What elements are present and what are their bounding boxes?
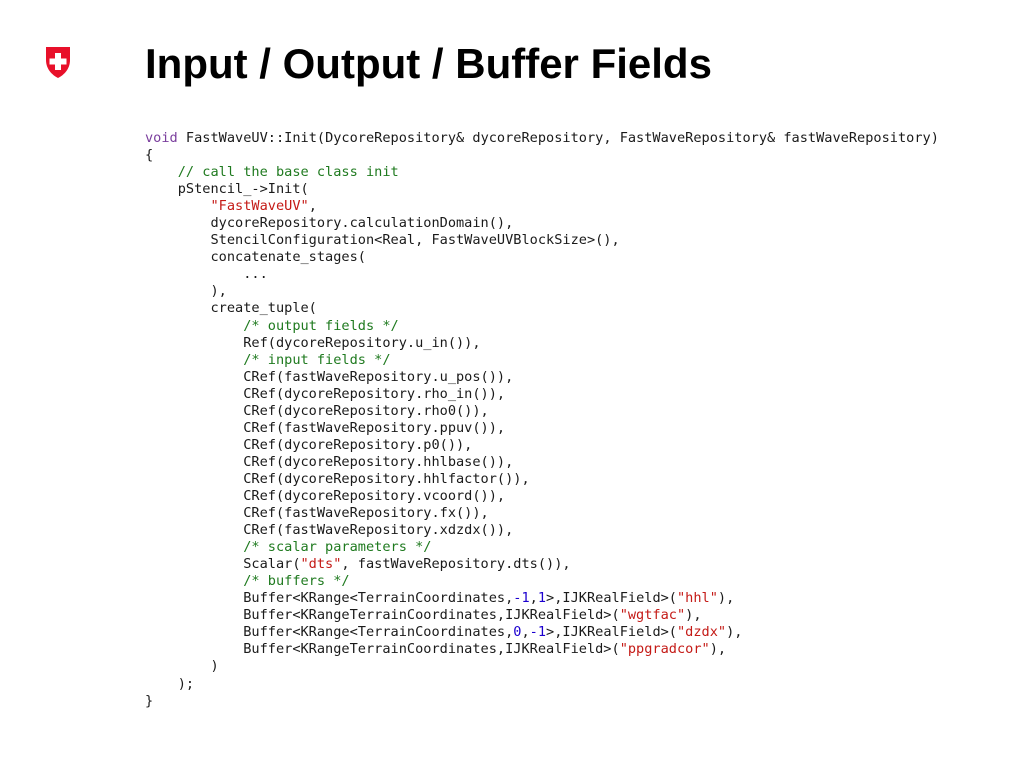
code-text: Scalar( <box>145 556 301 573</box>
code-line: CRef(fastWaveRepository.fx()), <box>145 505 939 522</box>
code-text <box>145 539 243 555</box>
code-text: , <box>529 590 538 607</box>
code-text: ) <box>145 658 219 675</box>
code-text: CRef(fastWaveRepository.u_pos()), <box>145 368 514 385</box>
code-text: >,IJKRealField>( <box>546 590 677 607</box>
code-line: } <box>145 693 939 710</box>
code-comment: /* scalar parameters */ <box>243 539 432 556</box>
code-text: create_tuple( <box>145 300 317 317</box>
code-line: void FastWaveUV::Init(DycoreRepository& … <box>145 130 939 147</box>
code-line: Buffer<KRange<TerrainCoordinates,0,-1>,I… <box>145 624 939 641</box>
code-text: , fastWaveRepository.dts()), <box>341 556 571 573</box>
code-text: Buffer<KRangeTerrainCoordinates,IJKRealF… <box>145 641 620 658</box>
code-block: void FastWaveUV::Init(DycoreRepository& … <box>145 130 939 710</box>
code-line: ); <box>145 676 939 693</box>
code-text: { <box>145 147 154 164</box>
code-line: "FastWaveUV", <box>145 198 939 215</box>
code-text: Buffer<KRangeTerrainCoordinates,IJKRealF… <box>145 607 620 624</box>
code-keyword: void <box>145 130 178 146</box>
code-line: CRef(dycoreRepository.vcoord()), <box>145 488 939 505</box>
code-text: ), <box>685 607 702 624</box>
code-line: CRef(fastWaveRepository.xdzdx()), <box>145 522 939 539</box>
code-text <box>145 352 243 368</box>
code-text: CRef(fastWaveRepository.xdzdx()), <box>145 522 514 539</box>
code-text <box>145 573 243 589</box>
code-string: "dts" <box>300 556 342 573</box>
code-line: CRef(dycoreRepository.hhlbase()), <box>145 454 939 471</box>
code-line: Buffer<KRangeTerrainCoordinates,IJKRealF… <box>145 607 939 624</box>
code-text: ), <box>709 641 727 658</box>
code-line: CRef(dycoreRepository.hhlfactor()), <box>145 471 939 488</box>
code-text: StencilConfiguration<Real, FastWaveUVBlo… <box>145 232 620 249</box>
code-string: "wgtfac" <box>619 607 686 624</box>
code-number: 1 <box>537 590 547 607</box>
code-text: CRef(dycoreRepository.rho0()), <box>145 402 489 419</box>
code-line: /* buffers */ <box>145 573 939 590</box>
code-text: CRef(dycoreRepository.vcoord()), <box>145 487 506 504</box>
code-line: dycoreRepository.calculationDomain(), <box>145 215 939 232</box>
code-text: CRef(dycoreRepository.hhlfactor()), <box>145 470 530 487</box>
code-text: CRef(dycoreRepository.hhlbase()), <box>145 453 514 470</box>
code-line: Ref(dycoreRepository.u_in()), <box>145 335 939 352</box>
code-line: Buffer<KRange<TerrainCoordinates,-1,1>,I… <box>145 590 939 607</box>
code-text: Ref(dycoreRepository.u_in()), <box>145 334 481 351</box>
code-text: FastWaveUV::Init(DycoreRepository& dycor… <box>177 130 939 146</box>
code-line: ) <box>145 658 939 675</box>
code-text: } <box>145 692 154 709</box>
code-line: ... <box>145 266 939 283</box>
code-comment: /* buffers */ <box>243 573 350 590</box>
slide-title: Input / Output / Buffer Fields <box>145 40 712 87</box>
code-line: StencilConfiguration<Real, FastWaveUVBlo… <box>145 232 939 249</box>
code-string: "FastWaveUV" <box>210 198 309 215</box>
code-line: CRef(dycoreRepository.rho0()), <box>145 403 939 420</box>
code-number: 0 <box>513 624 522 641</box>
code-line: pStencil_->Init( <box>145 181 939 198</box>
code-comment: /* output fields */ <box>243 317 399 334</box>
code-line: CRef(dycoreRepository.rho_in()), <box>145 386 939 403</box>
code-string: "hhl" <box>677 590 718 607</box>
code-line: /* scalar parameters */ <box>145 539 939 556</box>
code-text: ); <box>145 675 195 692</box>
code-comment: // call the base class init <box>145 164 399 181</box>
code-text: pStencil_->Init( <box>145 181 309 198</box>
code-text: >,IJKRealField>( <box>546 624 677 641</box>
code-text: ), <box>726 624 743 641</box>
code-text: CRef(dycoreRepository.rho_in()), <box>145 385 506 402</box>
code-line: // call the base class init <box>145 164 939 181</box>
code-text <box>145 318 243 334</box>
code-text: ... <box>145 266 268 283</box>
code-line: Scalar("dts", fastWaveRepository.dts()), <box>145 556 939 573</box>
code-text: CRef(fastWaveRepository.fx()), <box>145 505 489 522</box>
code-string: "dzdx" <box>677 624 727 641</box>
code-line: CRef(fastWaveRepository.u_pos()), <box>145 369 939 386</box>
code-text: dycoreRepository.calculationDomain(), <box>145 215 514 232</box>
code-text: ), <box>717 590 735 607</box>
code-number: -1 <box>529 624 547 641</box>
code-line: { <box>145 147 939 164</box>
code-text: Buffer<KRange<TerrainCoordinates, <box>145 590 514 607</box>
code-line: ), <box>145 283 939 300</box>
code-line: CRef(dycoreRepository.p0()), <box>145 437 939 454</box>
code-line: concatenate_stages( <box>145 249 939 266</box>
code-line: CRef(fastWaveRepository.ppuv()), <box>145 420 939 437</box>
code-line: /* input fields */ <box>145 352 939 369</box>
code-comment: /* input fields */ <box>243 351 391 368</box>
code-line: create_tuple( <box>145 300 939 317</box>
code-string: "ppgradcor" <box>619 641 710 658</box>
code-text: , <box>308 198 317 215</box>
code-text: concatenate_stages( <box>145 249 366 266</box>
code-line: Buffer<KRangeTerrainCoordinates,IJKRealF… <box>145 641 939 658</box>
code-text: ), <box>145 283 227 300</box>
swiss-cross-shield-icon <box>43 44 73 80</box>
code-text: CRef(fastWaveRepository.ppuv()), <box>145 419 506 436</box>
code-text: CRef(dycoreRepository.p0()), <box>145 436 473 453</box>
code-number: -1 <box>513 590 530 607</box>
code-text: Buffer<KRange<TerrainCoordinates, <box>145 624 514 641</box>
code-line: /* output fields */ <box>145 318 939 335</box>
code-text: , <box>521 624 530 641</box>
code-text <box>145 198 210 214</box>
